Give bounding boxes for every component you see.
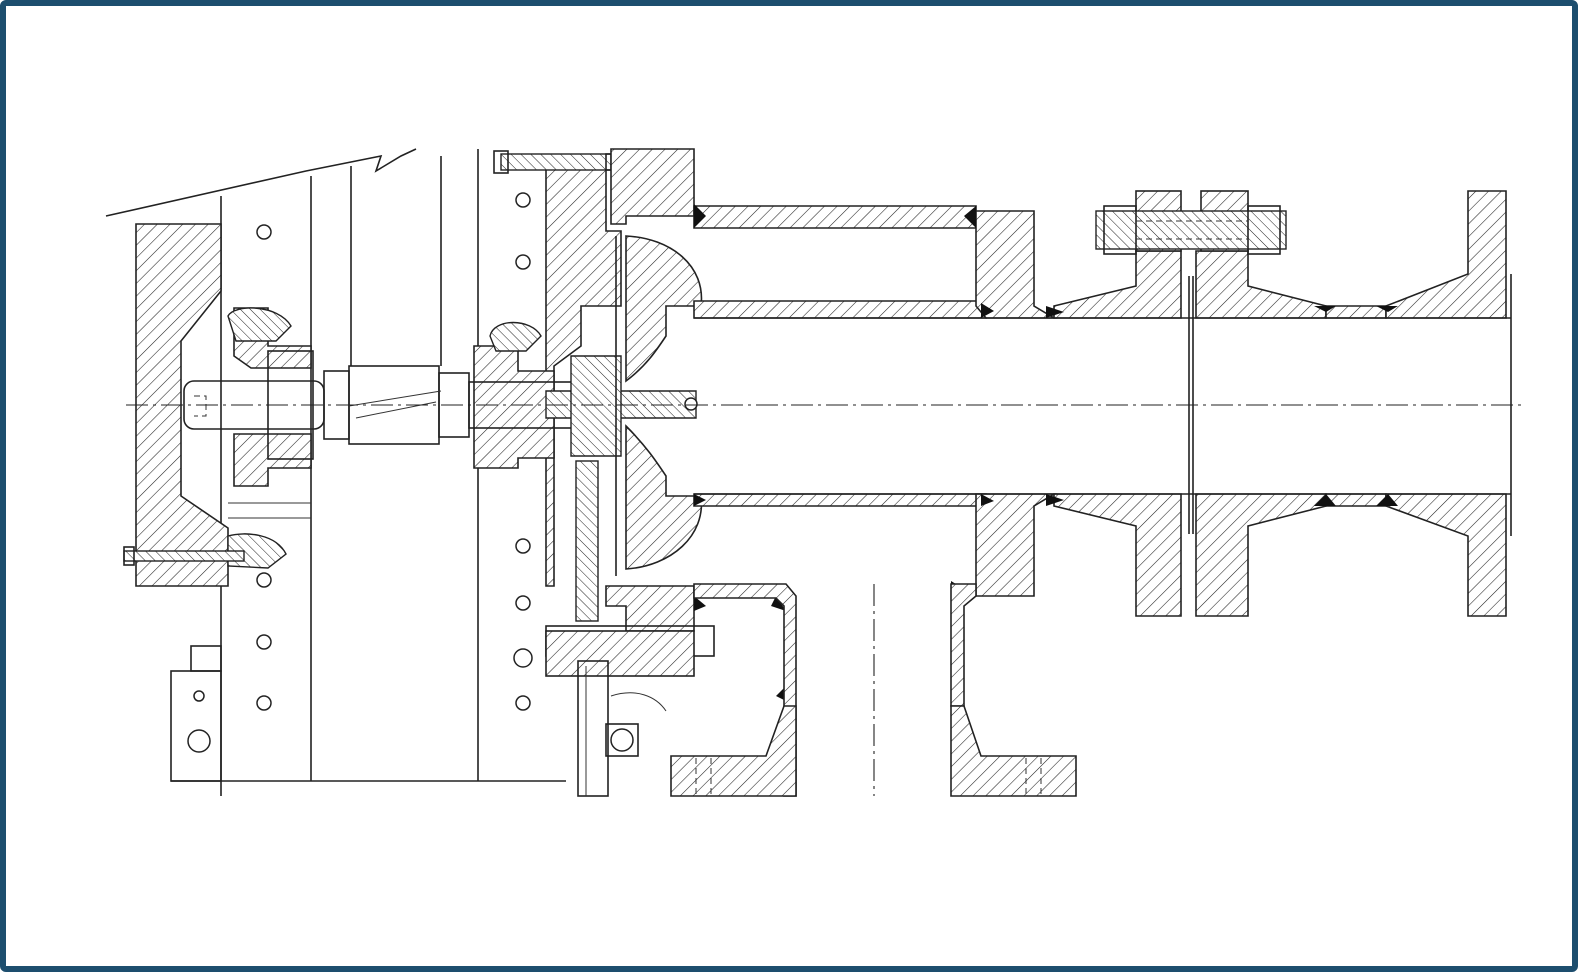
lower-bolt <box>545 625 715 797</box>
lower-pipe-wall <box>693 493 1507 617</box>
pump-cross-section-drawing <box>105 148 1521 797</box>
upper-flange-bolt <box>1095 205 1287 255</box>
discharge-leg <box>670 583 1077 797</box>
casing-cover <box>575 148 695 632</box>
seal-housing <box>473 150 622 587</box>
weld-marks <box>694 204 1398 701</box>
base-plate-bracket <box>170 645 222 782</box>
bracket-bolt-holes <box>256 192 533 711</box>
left-bearing-housing <box>135 223 312 587</box>
left-cap-screw <box>123 546 245 566</box>
upper-pipe-wall <box>693 190 1507 319</box>
